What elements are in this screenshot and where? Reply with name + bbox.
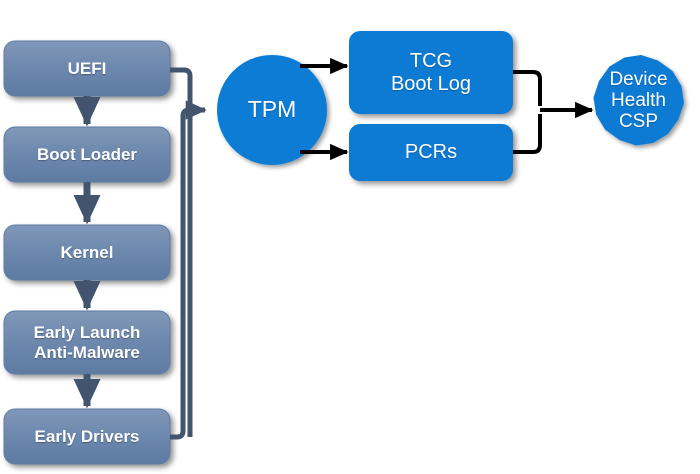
connector-uefi-to-tpm (170, 67, 193, 437)
tpm-input-connectors (170, 67, 207, 440)
node-uefi[interactable] (3, 40, 171, 97)
node-tcg-boot-log[interactable] (349, 31, 513, 114)
node-kernel[interactable] (3, 224, 171, 281)
node-device-health-csp[interactable] (593, 55, 685, 146)
connector-early-drivers-to-tpm (170, 100, 207, 440)
connector-pcrs-to-csp (513, 114, 542, 154)
boot-chain-group (3, 40, 171, 465)
node-pcrs[interactable] (349, 124, 513, 181)
node-early-launch-anti-malware[interactable] (3, 310, 171, 375)
measurement-stores-group (349, 31, 513, 181)
csp-input-connectors (513, 70, 594, 154)
tpm-output-connectors (300, 57, 349, 161)
node-early-drivers[interactable] (3, 408, 171, 465)
node-tpm[interactable] (217, 55, 327, 165)
connector-tcg-boot-log-to-csp (513, 70, 542, 106)
node-boot-loader[interactable] (3, 126, 171, 183)
